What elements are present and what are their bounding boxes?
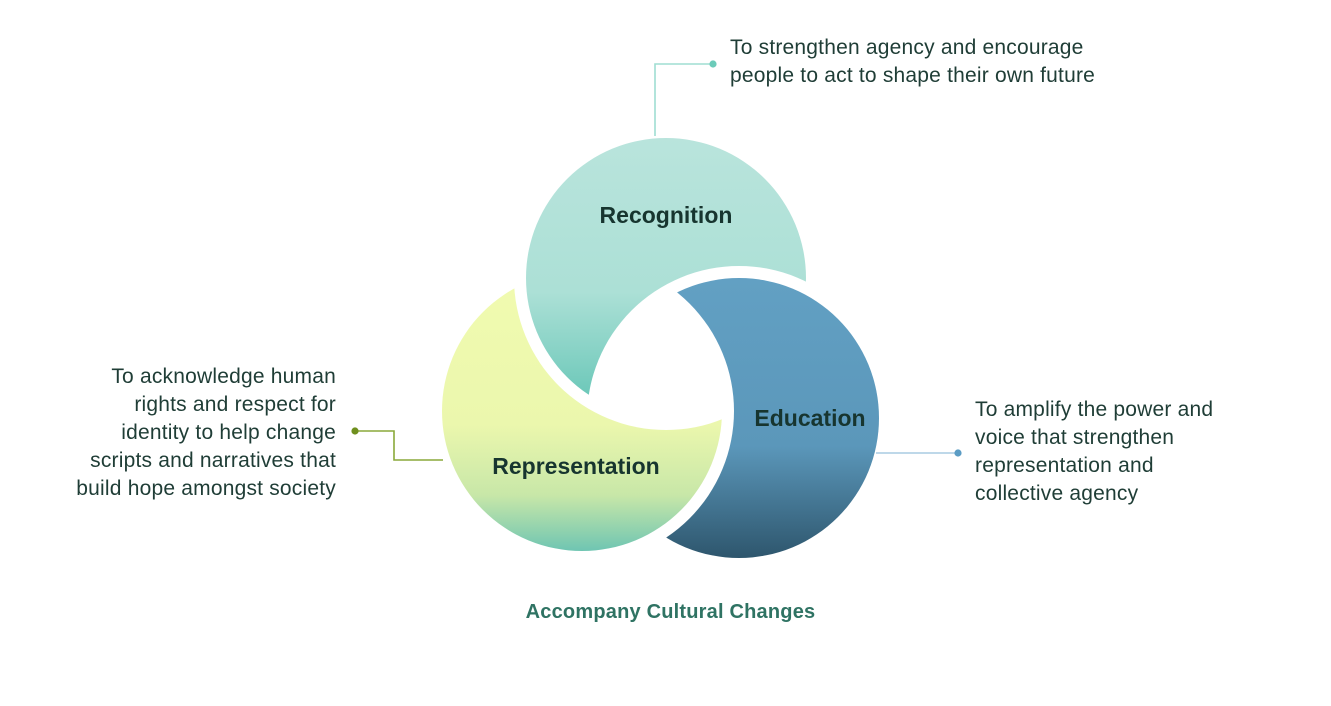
description-line: To amplify the power and <box>975 398 1214 421</box>
education-description: To amplify the power and voice that stre… <box>975 396 1213 508</box>
representation-connector <box>351 427 443 461</box>
description-line: scripts and narratives that <box>90 449 336 472</box>
recognition-connector <box>654 60 717 136</box>
description-line: representation and <box>975 454 1154 477</box>
recognition-description: To strengthen agency and encourage peopl… <box>730 34 1095 90</box>
representation-label: Representation <box>492 453 659 479</box>
representation-description: To acknowledge human rights and respect … <box>76 363 336 503</box>
description-line: voice that strengthen <box>975 426 1175 449</box>
education-label: Education <box>754 405 865 431</box>
representation-connector-dot <box>351 427 359 435</box>
education-connector <box>876 449 962 457</box>
recognition-label: Recognition <box>600 202 733 228</box>
education-connector-dot <box>954 449 962 457</box>
description-line: To acknowledge human <box>111 365 336 388</box>
recognition-connector-dot <box>709 60 717 68</box>
description-line: To strengthen agency and encourage <box>730 36 1084 59</box>
representation-segment[interactable] <box>442 271 722 551</box>
description-line: people to act to shape their own future <box>730 64 1096 87</box>
description-line: collective agency <box>975 482 1139 505</box>
description-line: rights and respect for <box>134 393 336 416</box>
description-line: build hope amongst society <box>76 477 336 500</box>
diagram-title: Accompany Cultural Changes <box>525 601 816 623</box>
description-line: identity to help change <box>121 421 336 444</box>
